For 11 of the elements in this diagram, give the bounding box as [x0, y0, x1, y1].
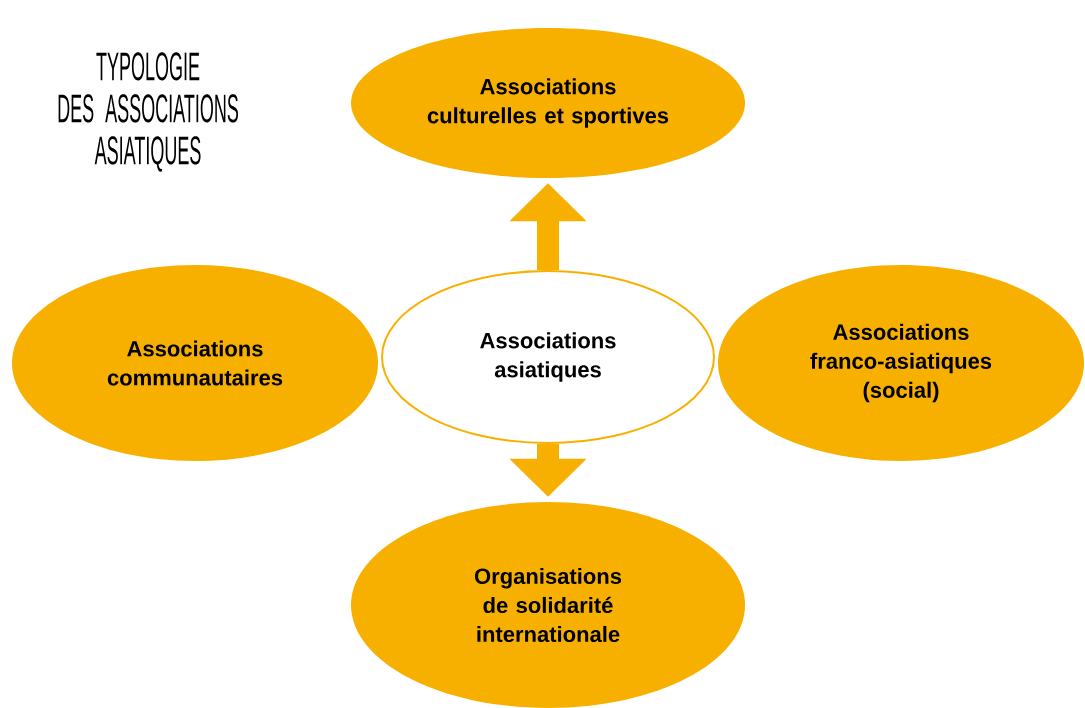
ellipse [351, 28, 745, 178]
node-label: Associations asiatiques [480, 332, 616, 382]
title: TYPOLOGIE DES ASSOCIATIONS ASIATIQUES [58, 52, 239, 172]
ellipse [12, 265, 378, 461]
ellipse [718, 265, 1084, 461]
ellipse [351, 502, 745, 708]
node-label: Organisations de solidarité internationale [474, 567, 622, 643]
node-label: Associations culturelles et sportives [427, 78, 669, 128]
node-label: Associations communautaires [107, 340, 283, 386]
node-label: Associations franco-asiatiques (social) [810, 323, 992, 403]
central-ellipse [381, 270, 715, 444]
